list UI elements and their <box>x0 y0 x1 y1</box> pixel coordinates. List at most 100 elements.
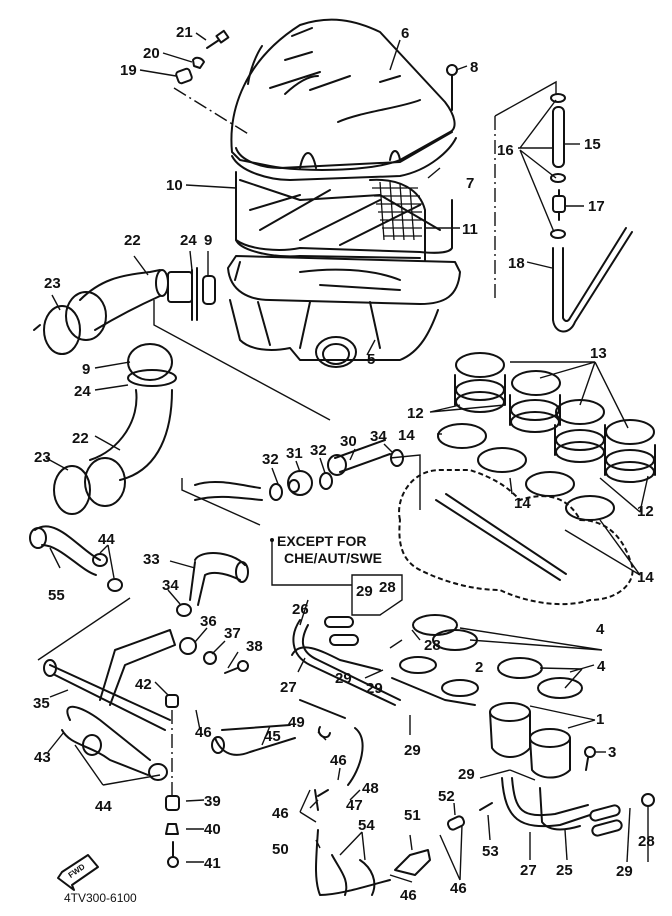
clip-16c[interactable] <box>550 229 566 239</box>
hose-50[interactable] <box>315 829 391 896</box>
note-line-1: EXCEPT FOR <box>277 533 366 549</box>
damper-39[interactable] <box>165 795 180 811</box>
callout-38: 38 <box>246 638 263 655</box>
hose-15[interactable] <box>552 106 565 168</box>
collar-37[interactable] <box>203 651 217 665</box>
clamps-4-lower[interactable] <box>497 657 583 699</box>
callout-4-lower: 4 <box>597 658 606 675</box>
filter-element[interactable] <box>369 178 426 281</box>
grommet-19[interactable] <box>175 67 193 85</box>
hose-48[interactable] <box>299 699 364 786</box>
callout-54: 54 <box>358 817 375 834</box>
hose-43[interactable] <box>61 705 168 781</box>
screw-3[interactable] <box>584 746 596 771</box>
callout-29-e: 29 <box>458 766 475 783</box>
grommet-36[interactable] <box>179 637 197 655</box>
element-frame[interactable] <box>235 171 453 259</box>
clamp-34-lower[interactable] <box>176 603 192 617</box>
callout-8: 8 <box>470 59 478 76</box>
hose-55[interactable] <box>29 525 101 576</box>
joint-47[interactable] <box>314 789 329 811</box>
bolt-41[interactable] <box>167 841 179 868</box>
callout-43: 43 <box>34 749 51 766</box>
callout-32a: 32 <box>262 451 279 468</box>
note-line-2: CHE/AUT/SWE <box>284 550 382 566</box>
collar-20[interactable] <box>192 56 205 69</box>
pipe-35[interactable] <box>43 629 176 731</box>
callout-21: 21 <box>176 24 193 41</box>
assembly-line-30 <box>181 478 261 526</box>
valve-31[interactable] <box>287 470 313 496</box>
carburetor-assembly-outline <box>398 469 634 606</box>
bolt-38[interactable] <box>224 660 249 674</box>
callout-55: 55 <box>48 587 65 604</box>
hose-upper-breather[interactable] <box>194 481 263 501</box>
seal-9-lower[interactable] <box>127 343 173 381</box>
clamp-24-lower[interactable] <box>127 369 177 387</box>
callout-49: 49 <box>288 714 305 731</box>
callout-12-upper: 12 <box>407 405 424 422</box>
assembly-line-34 <box>389 454 421 510</box>
callout-10: 10 <box>166 177 183 194</box>
hose-18[interactable] <box>552 227 633 333</box>
clip-16a[interactable] <box>550 93 566 103</box>
adapter-24-upper[interactable] <box>167 267 198 321</box>
clip-49[interactable] <box>317 726 331 739</box>
clamp-23-upper[interactable] <box>33 305 81 355</box>
callout-14-middle: 14 <box>514 495 531 512</box>
callout-1: 1 <box>596 711 604 728</box>
clamps-4-upper[interactable] <box>412 614 478 651</box>
joints-1[interactable] <box>489 702 571 779</box>
callout-40: 40 <box>204 821 221 838</box>
nut-42[interactable] <box>165 694 179 708</box>
hose-27-upper[interactable] <box>291 616 381 671</box>
joints-12[interactable] <box>454 374 656 483</box>
callout-34-lower: 34 <box>162 577 179 594</box>
cover-gasket[interactable] <box>231 137 457 181</box>
callout-28-box: 28 <box>379 579 396 596</box>
callout-19: 19 <box>120 62 137 79</box>
seal-9-upper[interactable] <box>202 275 216 305</box>
bolt-21[interactable] <box>206 29 230 49</box>
callout-48: 48 <box>362 780 379 797</box>
air-cleaner-cover[interactable] <box>230 18 456 171</box>
callout-29-d: 29 <box>404 742 421 759</box>
hose-33[interactable] <box>189 552 249 606</box>
plug-28[interactable] <box>641 793 655 807</box>
fuel-filter-51[interactable] <box>394 849 431 876</box>
assembly-line-35 <box>37 597 131 661</box>
callout-29-box: 29 <box>356 583 373 600</box>
duct-22-lower[interactable] <box>84 389 173 507</box>
pipe-45[interactable] <box>211 724 296 756</box>
clamp-23-lower[interactable] <box>53 465 91 515</box>
callout-46-a: 46 <box>195 724 212 741</box>
hoses-25-27[interactable] <box>501 777 623 837</box>
callout-27-left: 27 <box>280 679 297 696</box>
callout-29-b: 29 <box>335 670 352 687</box>
duct-22-upper[interactable] <box>65 269 169 341</box>
callout-32b: 32 <box>310 442 327 459</box>
callout-2: 2 <box>475 659 483 676</box>
air-cleaner-case[interactable] <box>227 255 461 368</box>
clamps-44-upper[interactable] <box>92 553 123 592</box>
note-bracket <box>271 540 403 616</box>
callout-20: 20 <box>143 45 160 62</box>
callout-6: 6 <box>401 25 409 42</box>
callout-36: 36 <box>200 613 217 630</box>
nozzle-53[interactable] <box>479 802 493 811</box>
screw-8[interactable] <box>446 64 458 111</box>
callout-12-lower: 12 <box>637 503 654 520</box>
pipe-52[interactable] <box>446 815 466 831</box>
callout-44-lower: 44 <box>95 798 112 815</box>
callout-17: 17 <box>588 198 605 215</box>
oring-32b[interactable] <box>319 472 333 490</box>
hoses-54[interactable] <box>331 854 376 896</box>
callout-22-upper: 22 <box>124 232 141 249</box>
joint-17[interactable] <box>552 189 566 221</box>
oring-32a[interactable] <box>269 483 283 501</box>
joints-2[interactable] <box>391 656 479 706</box>
callout-30: 30 <box>340 433 357 450</box>
collar-40[interactable] <box>165 823 179 835</box>
pipe-30[interactable] <box>327 439 391 476</box>
